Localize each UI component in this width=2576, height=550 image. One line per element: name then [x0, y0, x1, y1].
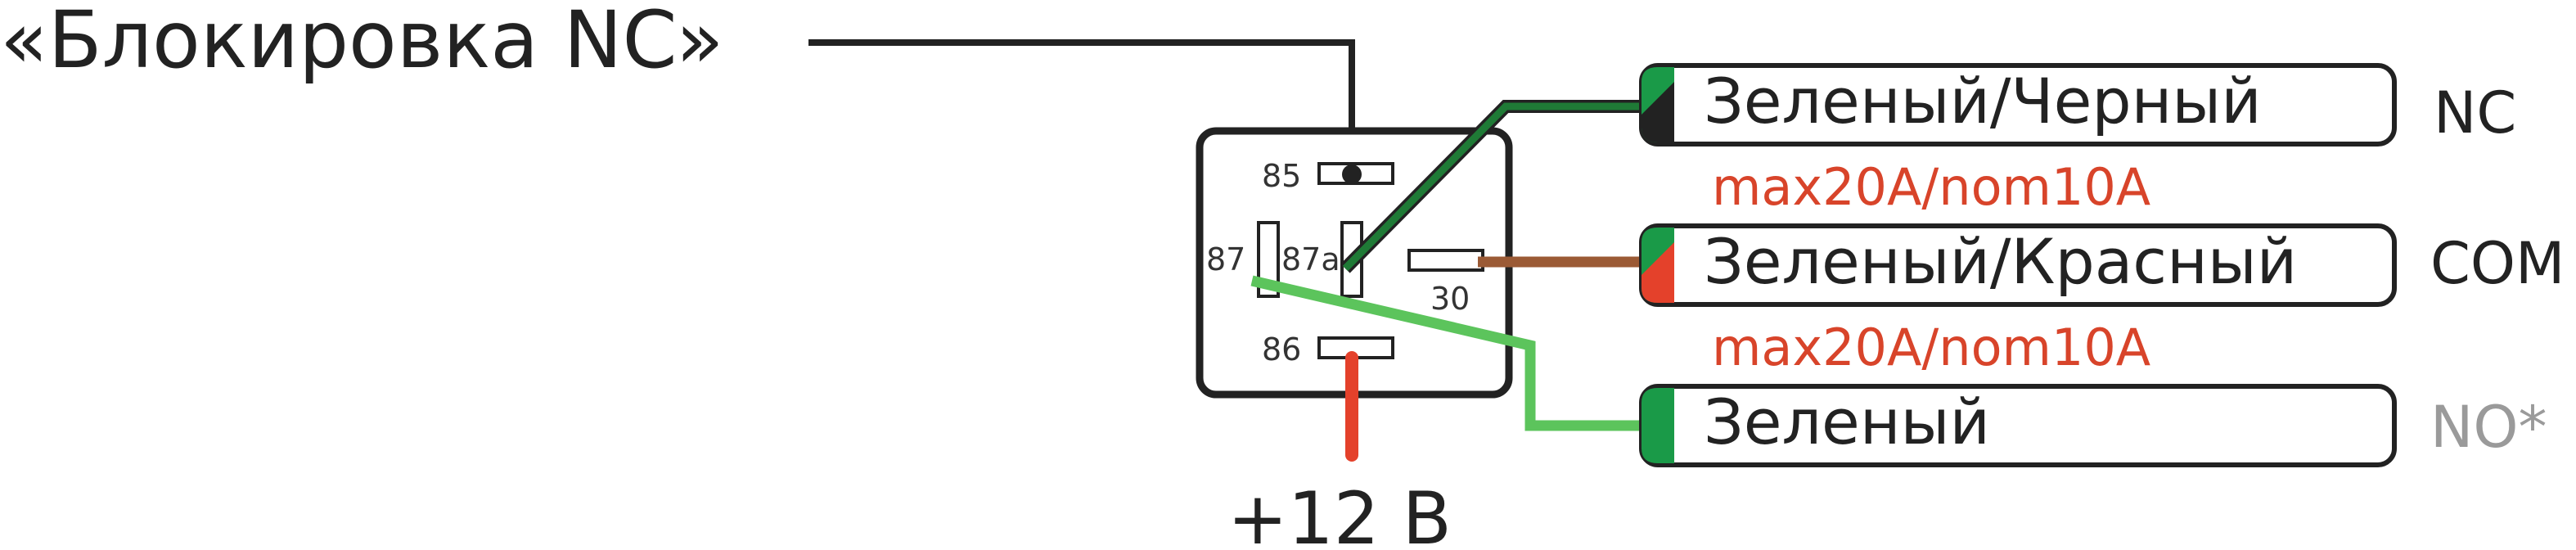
diagram-title: «Блокировка NC»: [0, 0, 724, 86]
wire-tag-nc: NC: [2434, 79, 2516, 147]
power-label: +12 В: [1227, 476, 1452, 550]
wire-label-nc-text: Зеленый/Черный: [1704, 65, 2262, 138]
no-wire: [1250, 275, 1648, 431]
pin-30-label: 30: [1430, 281, 1470, 317]
pin-87-label: 87: [1206, 241, 1245, 277]
pin-85-junction: [1342, 165, 1362, 184]
nc-wire-core: [1342, 102, 1648, 272]
wire-tag-com: COM: [2430, 230, 2565, 297]
pin-86-label: 86: [1262, 331, 1301, 367]
wire-label-nc: Зеленый/Черный: [1639, 63, 2397, 147]
wire-swatch-nc-bottom: [1642, 82, 1674, 142]
wire-swatch-no-fill: [1642, 388, 1674, 463]
wire-swatch-com-bottom: [1642, 242, 1674, 303]
wire-label-com-text: Зеленый/Красный: [1704, 225, 2297, 298]
wire-label-no: Зеленый: [1639, 384, 2397, 467]
wire-tag-no: NO*: [2430, 394, 2547, 461]
wire-label-com: Зеленый/Красный: [1639, 223, 2397, 307]
pin-87a-label: 87a: [1281, 241, 1340, 277]
rating-com-no: max20A/nom10A: [1712, 318, 2150, 377]
rating-nc-com: max20A/nom10A: [1712, 157, 2150, 217]
pin-85-label: 85: [1262, 158, 1301, 194]
wire-label-no-text: Зеленый: [1704, 385, 1990, 458]
pin-30-contact: [1407, 249, 1484, 272]
